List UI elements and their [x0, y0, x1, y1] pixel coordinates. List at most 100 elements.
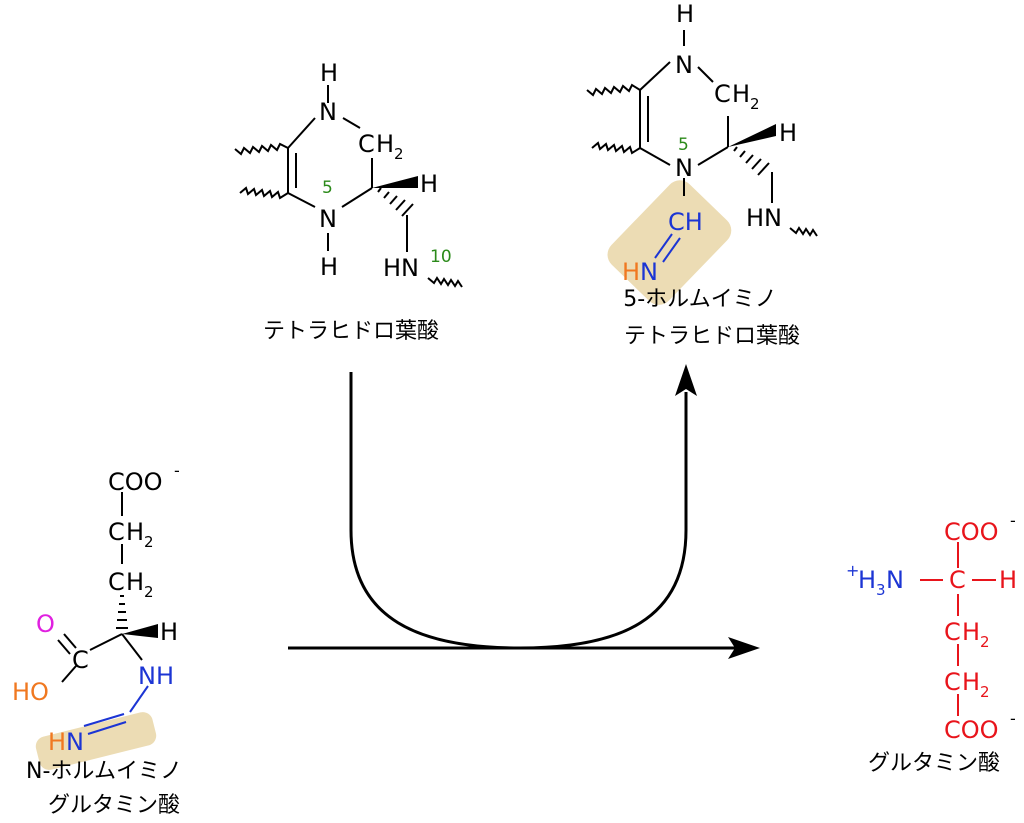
glu-coo-top-minus: - — [1010, 511, 1016, 530]
fithf-bond-ch-n-b — [662, 237, 681, 263]
figlu-hn-h: H — [48, 728, 66, 756]
figlu-bond-n-ch — [129, 685, 149, 713]
thf-h-top: H — [320, 59, 338, 87]
fithf-wavy-lower — [591, 141, 641, 155]
fithf-hn: HN — [746, 204, 782, 232]
figlu-coo: COO — [108, 468, 163, 496]
thf-wedge-h — [372, 176, 418, 188]
glu-coo-bottom-minus: - — [1010, 709, 1016, 728]
figlu-coo-minus: - — [174, 461, 180, 480]
fithf-label-5: 5 — [678, 135, 689, 155]
thf-label-10: 10 — [430, 247, 452, 267]
thf-name: テトラヒドロ葉酸 — [263, 319, 439, 344]
figlu-o: O — [36, 610, 55, 638]
figlu-bond-co-a — [63, 633, 77, 649]
figlu-bond-c-cooh — [89, 633, 123, 651]
thf-hashed-bond — [377, 187, 414, 217]
figlu-h-wedge: H — [160, 618, 178, 646]
figlu-ch2a-h: H — [126, 518, 144, 546]
thf-wavy-nh — [427, 276, 463, 288]
thf-n-top: N — [319, 98, 337, 126]
glu-ch2b-sub: 2 — [980, 683, 990, 701]
fithf-ch2-h: H — [732, 80, 750, 108]
fithf-name-line1: 5-ホルムイミノ — [623, 287, 777, 312]
figlu-bond-c-n — [121, 633, 143, 661]
thf-wavy-lower — [239, 186, 289, 200]
glu-h3n-h: H — [858, 566, 876, 594]
thf-ch2-h: H — [376, 130, 394, 158]
thf-bond-n5-c — [287, 192, 316, 208]
fithf-bond-n5-c — [639, 147, 671, 166]
glu-ch2a-h: H — [962, 618, 980, 646]
fithf-bond-c6-n5 — [697, 146, 729, 166]
figlu-ch2b-c: C — [108, 568, 125, 596]
glutamate-structure: COO - + H 3 N C H C H 2 C H 2 COO - — [846, 511, 1017, 744]
thf-h-wedge: H — [420, 170, 438, 198]
thf-ch2-c: C — [358, 130, 375, 158]
fithf-n5: N — [675, 154, 693, 182]
fithf-h-wedge: H — [779, 119, 797, 147]
thf-ch2-sub: 2 — [394, 145, 404, 163]
formimino-glutamate-structure: COO - C H 2 C H 2 H O C HO NH H N — [12, 461, 180, 770]
formimino-thf-structure: H N C H 2 5 N H CH H N HN — [586, 0, 818, 305]
glu-ch2b-c: C — [944, 668, 961, 696]
fithf-wedge-h — [728, 124, 776, 147]
fithf-wavy-nh — [789, 226, 818, 237]
figlu-bond-ch-n-a — [83, 713, 125, 727]
fithf-hn-h: H — [622, 258, 640, 286]
coupled-arrowhead — [675, 364, 697, 396]
glu-ch2b-h: H — [962, 668, 980, 696]
tetrahydrofolate-structure: H N C H 2 5 N H H HN 10 — [234, 59, 463, 288]
fithf-hashed-bond — [733, 146, 770, 176]
figlu-ch2b-h: H — [126, 568, 144, 596]
glu-name: グルタミン酸 — [868, 751, 1000, 776]
figlu-name-line2: グルタミン酸 — [48, 793, 180, 818]
glu-c-alpha: C — [949, 566, 966, 594]
figlu-hn-n: N — [66, 728, 84, 756]
figlu-name-line1: N-ホルムイミノ — [26, 759, 182, 784]
thf-n5: N — [319, 205, 337, 233]
glu-ch2a-sub: 2 — [980, 633, 990, 651]
fithf-bond-c-n — [639, 61, 671, 91]
thf-bond-c6-n5 — [341, 187, 373, 208]
thf-bond-n-ch2 — [342, 117, 361, 129]
fithf-ch2-c: C — [714, 80, 731, 108]
fithf-highlight — [607, 180, 732, 305]
glu-h3n-n: N — [886, 566, 904, 594]
glu-coo-bottom: COO — [944, 716, 999, 744]
fithf-ch: CH — [668, 208, 703, 236]
figlu-wedge-h — [122, 624, 158, 638]
fithf-bond-ch-n-a — [654, 233, 673, 259]
figlu-highlight — [35, 712, 157, 770]
figlu-hashed-bond — [116, 595, 128, 629]
glu-plus: + — [846, 561, 859, 580]
fithf-wavy-upper — [586, 83, 641, 97]
glu-h3n-sub: 3 — [876, 581, 886, 599]
thf-hn10: HN — [383, 254, 419, 282]
fithf-name-line2: テトラヒドロ葉酸 — [624, 324, 800, 349]
glu-h-alpha: H — [999, 566, 1017, 594]
thf-h-bottom: H — [320, 253, 338, 281]
figlu-ho: HO — [12, 678, 49, 706]
thf-wavy-upper — [234, 142, 289, 156]
figlu-ch2b-sub: 2 — [144, 583, 154, 601]
figlu-bond-ch-n-b — [87, 721, 127, 735]
fithf-n-top: N — [675, 51, 693, 79]
glu-ch2a-c: C — [944, 618, 961, 646]
fithf-bond-n-ch2 — [697, 66, 714, 83]
thf-bond-c4a-n — [287, 117, 316, 149]
figlu-ch2a-c: C — [108, 518, 125, 546]
figlu-c-carboxyl: C — [72, 646, 89, 674]
figlu-bond-co-b — [57, 639, 71, 655]
fithf-hn-n: N — [640, 258, 658, 286]
main-arrowhead — [728, 637, 760, 659]
figlu-nh: NH — [138, 662, 174, 690]
glu-coo-top: COO — [944, 518, 999, 546]
figlu-ch2a-sub: 2 — [144, 533, 154, 551]
coupled-reaction-arrow — [349, 372, 688, 650]
fithf-ch2-sub: 2 — [750, 95, 760, 113]
fithf-h-top: H — [676, 0, 694, 28]
figlu-bond-c-oh — [61, 665, 77, 683]
thf-label-5: 5 — [322, 178, 333, 198]
